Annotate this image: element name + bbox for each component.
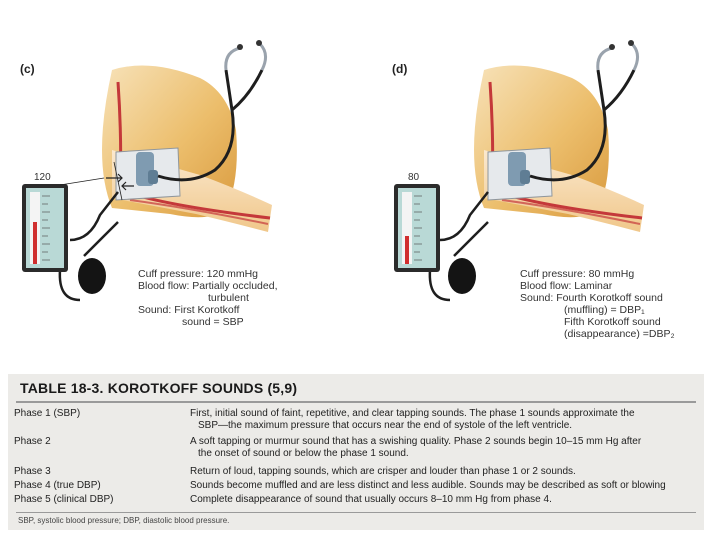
phase-description-line: Sounds become muffled and are less disti… [190, 480, 666, 491]
table-title: TABLE 18-3. KOROTKOFF SOUNDS (5,9) [20, 380, 298, 396]
inflation-bulb-c [78, 258, 106, 294]
phase-description: Return of loud, tapping sounds, which ar… [190, 466, 690, 478]
caption-d-sound: Sound: Fourth Korotkoff sound [520, 292, 663, 304]
caption-c-sound-cont: sound = SBP [182, 316, 244, 328]
caption-c-sound: Sound: First Korotkoff [138, 304, 240, 316]
panel-d-label: (d) [392, 62, 408, 76]
caption-c-cuff: Cuff pressure: 120 mmHg [138, 268, 259, 280]
stethoscope-tube-c [157, 69, 235, 182]
phase-description-line: A soft tapping or murmur sound that has … [190, 436, 642, 447]
table-footnote: SBP, systolic blood pressure; DBP, diast… [18, 516, 230, 525]
phase-description-line: the onset of sound or below the phase 1 … [198, 448, 409, 459]
table-header-rule [16, 401, 696, 403]
gauge-reading-d: 80 [408, 172, 420, 183]
phase-description: First, initial sound of faint, repetitiv… [190, 408, 690, 432]
caption-d-cuff: Cuff pressure: 80 mmHg [520, 268, 635, 280]
caption-d: Cuff pressure: 80 mmHg Blood flow: Lamin… [520, 268, 675, 340]
phase-description-line: Return of loud, tapping sounds, which ar… [190, 466, 576, 477]
stethoscope-tube-d [529, 69, 607, 182]
stethoscope-ears-c [224, 42, 267, 71]
phase-description: A soft tapping or murmur sound that has … [190, 436, 690, 460]
phase-description: Complete disappearance of sound that usu… [190, 494, 690, 506]
korotkoff-table: TABLE 18-3. KOROTKOFF SOUNDS (5,9) Phase… [8, 374, 704, 530]
caption-d-sound-fifth: Fifth Korotkoff sound [564, 316, 661, 328]
phase-name: Phase 2 [14, 436, 51, 447]
gauge-reading-c: 120 [34, 172, 51, 183]
phase-name: Phase 5 (clinical DBP) [14, 494, 114, 505]
caption-c-flow: Blood flow: Partially occluded, [138, 280, 278, 292]
phase-description-line: First, initial sound of faint, repetitiv… [190, 408, 635, 419]
inflation-bulb-d [448, 258, 476, 294]
caption-d-sound-fifth-cont: (disappearance) =DBP₂ [564, 328, 675, 340]
phase-description-line: Complete disappearance of sound that usu… [190, 494, 552, 505]
phase-description-line: SBP—the maximum pressure that occurs nea… [198, 420, 573, 431]
caption-d-sound-cont: (muffling) = DBP₁ [564, 304, 645, 316]
phase-name: Phase 3 [14, 466, 51, 477]
caption-c: Cuff pressure: 120 mmHg Blood flow: Part… [138, 268, 278, 328]
blood-pressure-illustration [22, 40, 644, 302]
table-footer-rule [16, 512, 696, 513]
panel-c-label: (c) [20, 62, 35, 76]
caption-d-flow: Blood flow: Laminar [520, 280, 613, 292]
panel-d-figure [394, 40, 644, 302]
phase-description: Sounds become muffled and are less disti… [190, 480, 690, 492]
phase-name: Phase 1 (SBP) [14, 408, 81, 419]
caption-c-flow-cont: turbulent [208, 292, 249, 304]
phase-name: Phase 4 (true DBP) [14, 480, 101, 491]
stethoscope-ears-d [596, 42, 639, 71]
panel-c-figure [22, 40, 272, 302]
